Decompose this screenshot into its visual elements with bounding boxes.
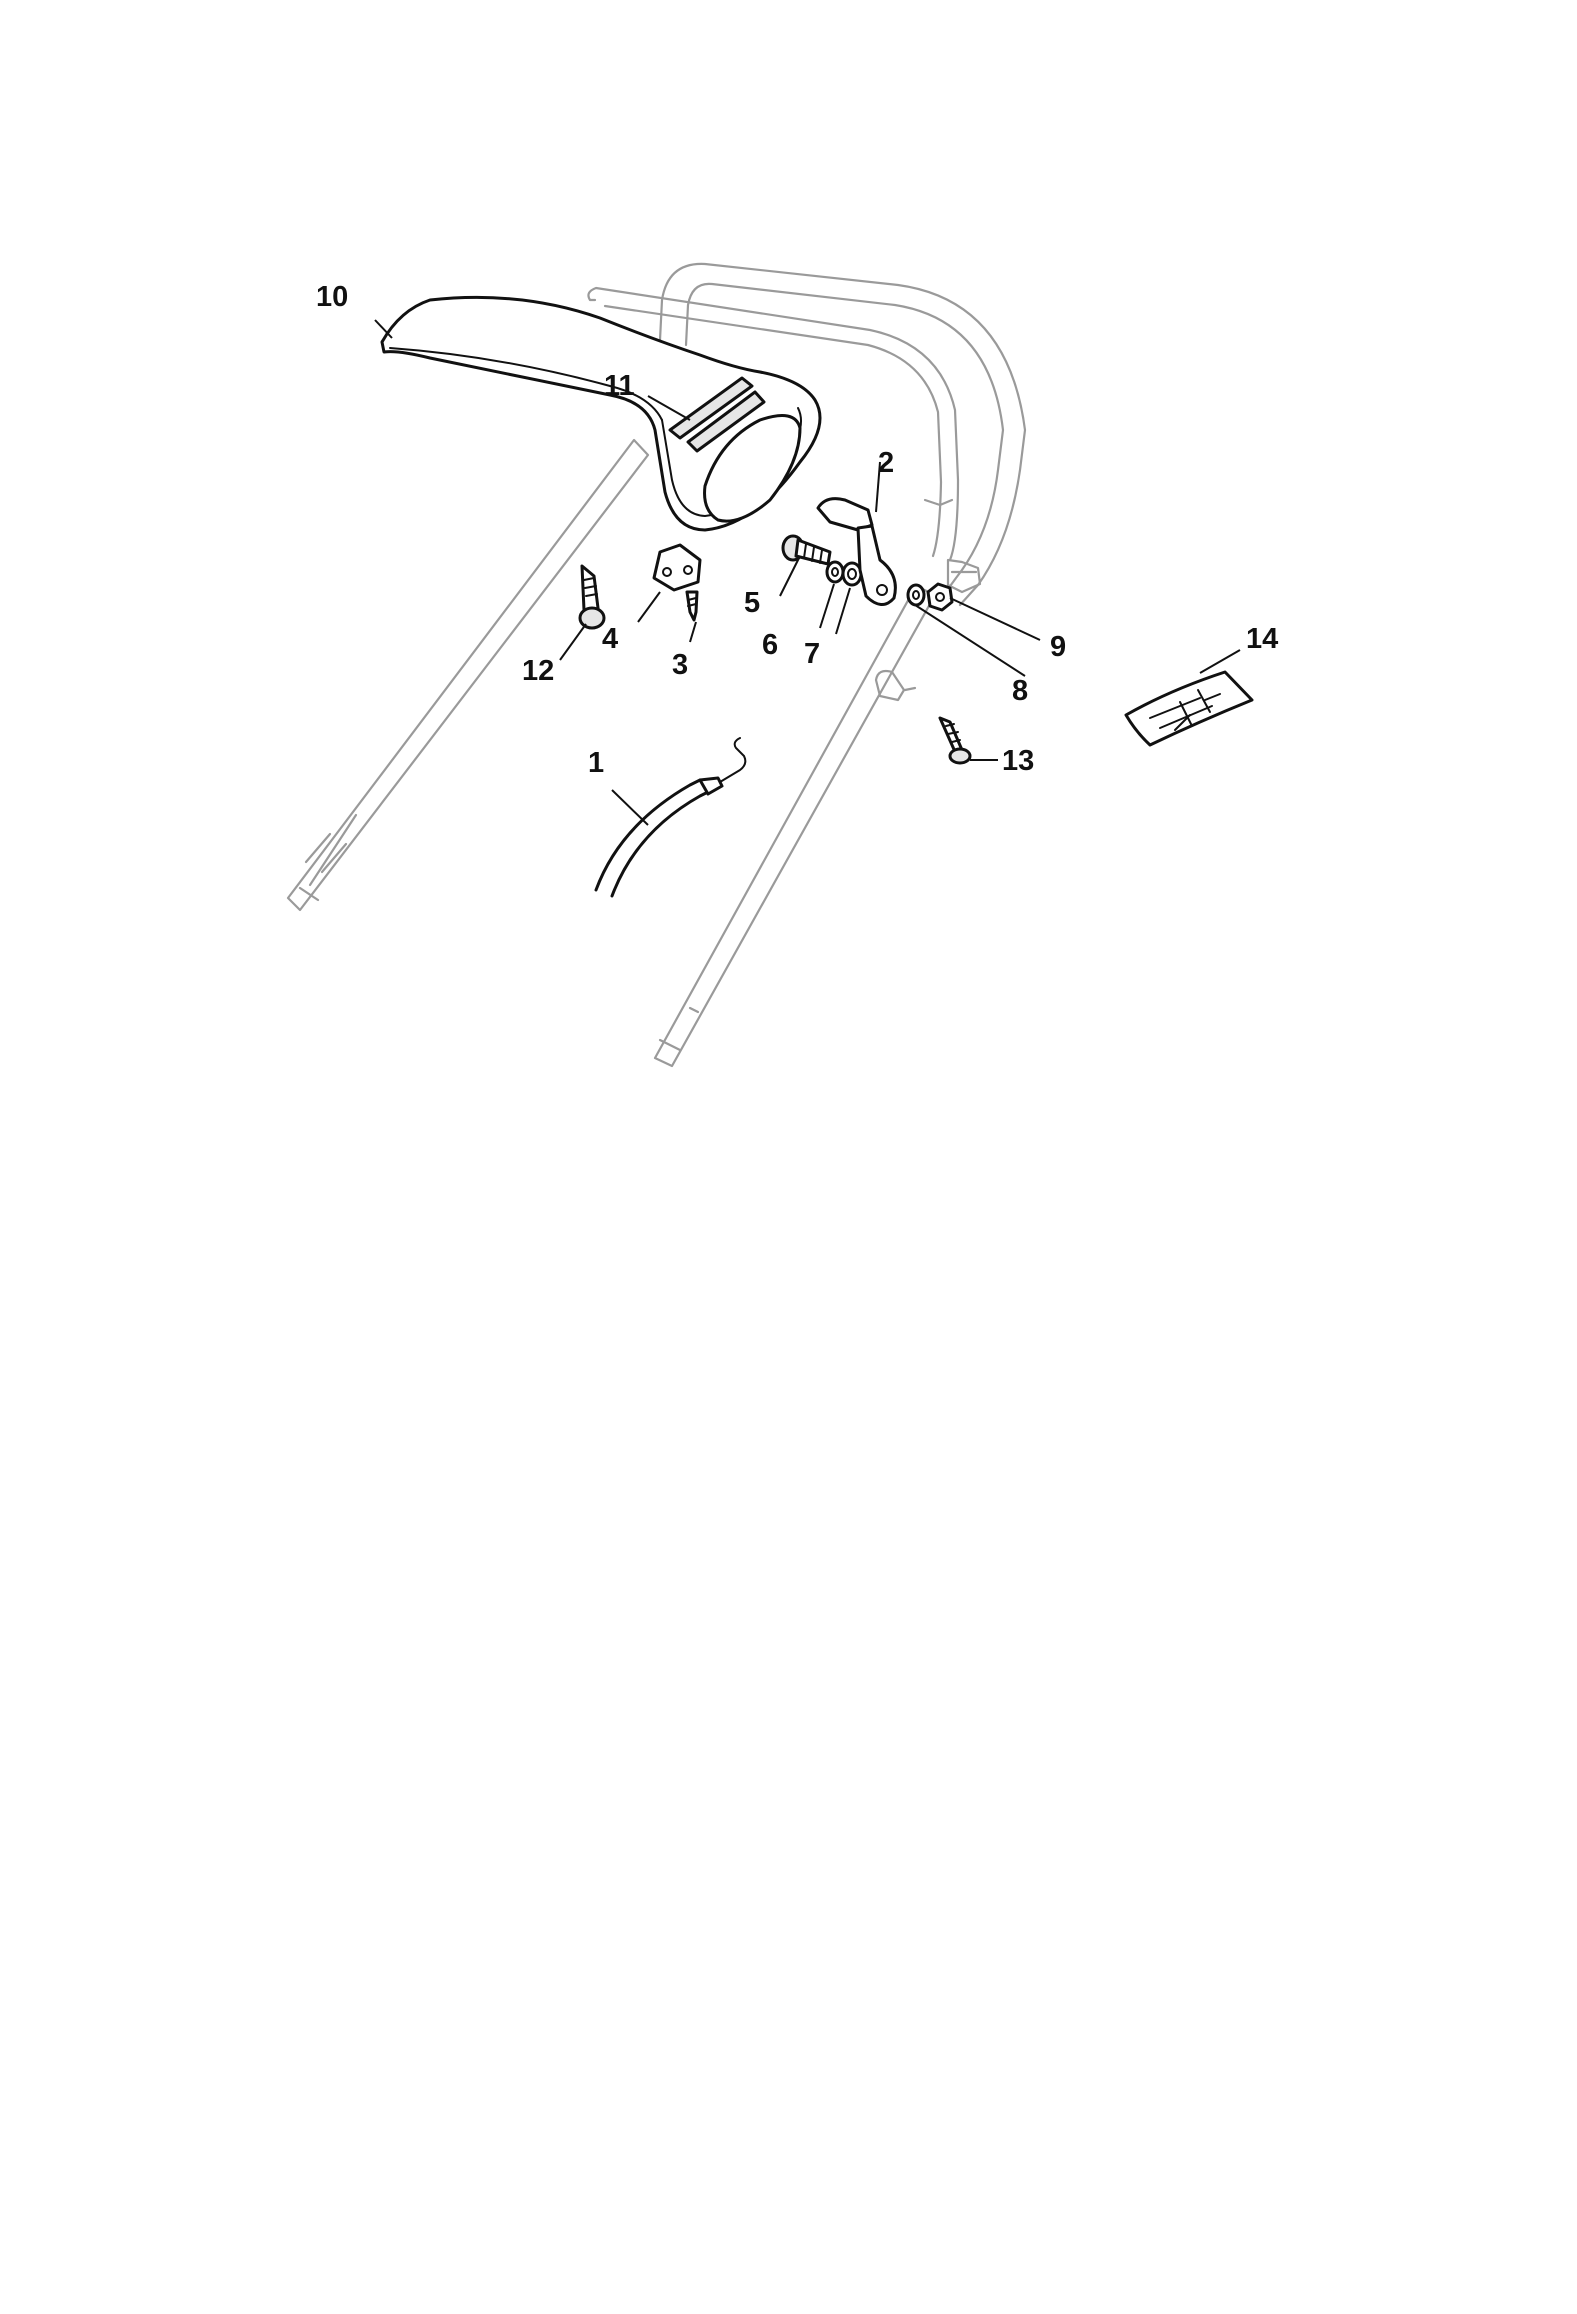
callout-11: 11	[604, 370, 635, 402]
part-8-washer	[906, 583, 926, 607]
callout-4: 4	[602, 623, 618, 655]
part-7-washer	[841, 561, 863, 587]
callout-7: 7	[804, 638, 820, 670]
callout-13: 13	[1002, 745, 1034, 777]
part-14-hardware-bag	[1124, 670, 1254, 747]
part-5-bolt	[781, 534, 832, 566]
part-6-washer	[825, 560, 845, 584]
part-12-screw	[578, 564, 606, 630]
callout-9: 9	[1050, 631, 1066, 663]
part-1-cable	[594, 737, 747, 898]
part-13-screw	[938, 716, 972, 765]
callout-6: 6	[762, 629, 778, 661]
callout-14: 14	[1246, 623, 1278, 655]
callout-12: 12	[522, 655, 554, 687]
callout-labels: 10 11 2 5 6 7 9 8 4 3 12 13 14 1	[316, 281, 1278, 779]
callout-2: 2	[878, 447, 894, 479]
callout-3: 3	[672, 649, 688, 681]
part-4-clip	[652, 543, 702, 592]
callout-8: 8	[1012, 675, 1028, 707]
callout-5: 5	[744, 587, 760, 619]
part-10-handle-cover	[380, 295, 822, 532]
callout-1: 1	[588, 747, 604, 779]
leader-lines	[374, 319, 1241, 826]
part-3-screw	[685, 590, 699, 622]
part-11-grip-strips	[668, 376, 766, 453]
callout-10: 10	[316, 281, 348, 313]
part-2-lever	[816, 497, 897, 606]
part-9-nut	[926, 582, 954, 612]
